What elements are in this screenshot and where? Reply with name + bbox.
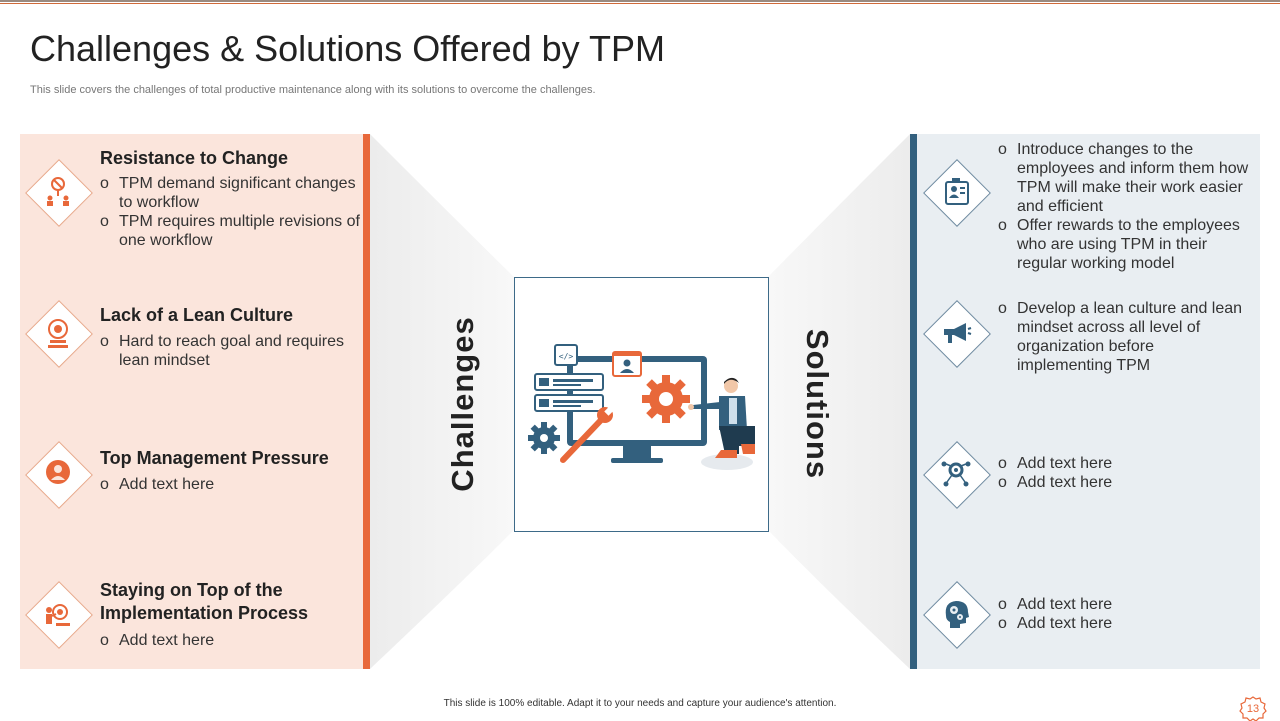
- gear-badge-icon: [1239, 696, 1267, 721]
- list-item: Introduce changes to the employees and i…: [998, 140, 1253, 216]
- list-item: Add text here: [998, 614, 1253, 633]
- footer-note: This slide is 100% editable. Adapt it to…: [443, 698, 837, 709]
- slide-title: Challenges & Solutions Offered by TPM: [30, 28, 666, 69]
- head-gears-icon: [938, 596, 974, 632]
- list-item: Add text here: [998, 473, 1253, 492]
- employee-id-icon: [938, 174, 974, 210]
- list-item: Add text here: [100, 475, 365, 494]
- list-item: TPM requires multiple revisions of one w…: [100, 212, 365, 250]
- solution-bullets: Develop a lean culture and lean mindset …: [998, 299, 1253, 375]
- challenges-accent-bar: [363, 134, 370, 669]
- challenge-bullets: Add text here: [100, 631, 365, 650]
- challenge-title: Top Management Pressure: [100, 448, 329, 468]
- solution-bullets: Add text here Add text here: [998, 454, 1253, 492]
- top-accent-line: [0, 3, 1280, 4]
- solutions-label: Solutions: [800, 328, 835, 480]
- process-icon: [40, 596, 76, 632]
- list-item: TPM demand significant changes to workfl…: [100, 174, 365, 212]
- center-connector-shape: [370, 134, 910, 669]
- slide-subtitle: This slide covers the challenges of tota…: [30, 84, 596, 96]
- network-gear-icon: [938, 456, 974, 492]
- challenges-label: Challenges: [445, 316, 480, 492]
- top-border-line: [0, 0, 1280, 2]
- page-number-badge: 13: [1238, 695, 1268, 721]
- megaphone-icon: [938, 315, 974, 351]
- challenge-bullets: Hard to reach goal and requires lean min…: [100, 332, 365, 370]
- list-item: Hard to reach goal and requires lean min…: [100, 332, 365, 370]
- maintenance-illustration-icon: </>: [528, 344, 755, 470]
- solution-bullets: Introduce changes to the employees and i…: [998, 140, 1253, 273]
- challenge-bullets: Add text here: [100, 475, 365, 494]
- svg-text:</>: </>: [559, 352, 574, 361]
- challenge-title: Lack of a Lean Culture: [100, 305, 294, 325]
- center-illustration: </>: [514, 277, 769, 532]
- challenge-title: Resistance to Change: [100, 148, 289, 168]
- list-item: Add text here: [100, 631, 365, 650]
- list-item: Add text here: [998, 595, 1253, 614]
- solution-bullets: Add text here Add text here: [998, 595, 1253, 633]
- pressure-icon: [40, 456, 76, 492]
- protest-icon: [40, 174, 76, 210]
- challenge-title: Staying on Top of the Implementation Pro…: [100, 580, 309, 623]
- list-item: Add text here: [998, 454, 1253, 473]
- page-number: 13: [1246, 703, 1260, 715]
- list-item: Develop a lean culture and lean mindset …: [998, 299, 1253, 375]
- challenge-bullets: TPM demand significant changes to workfl…: [100, 174, 365, 250]
- list-item: Offer rewards to the employees who are u…: [998, 216, 1253, 273]
- culture-icon: [40, 315, 76, 351]
- solutions-accent-bar: [910, 134, 917, 669]
